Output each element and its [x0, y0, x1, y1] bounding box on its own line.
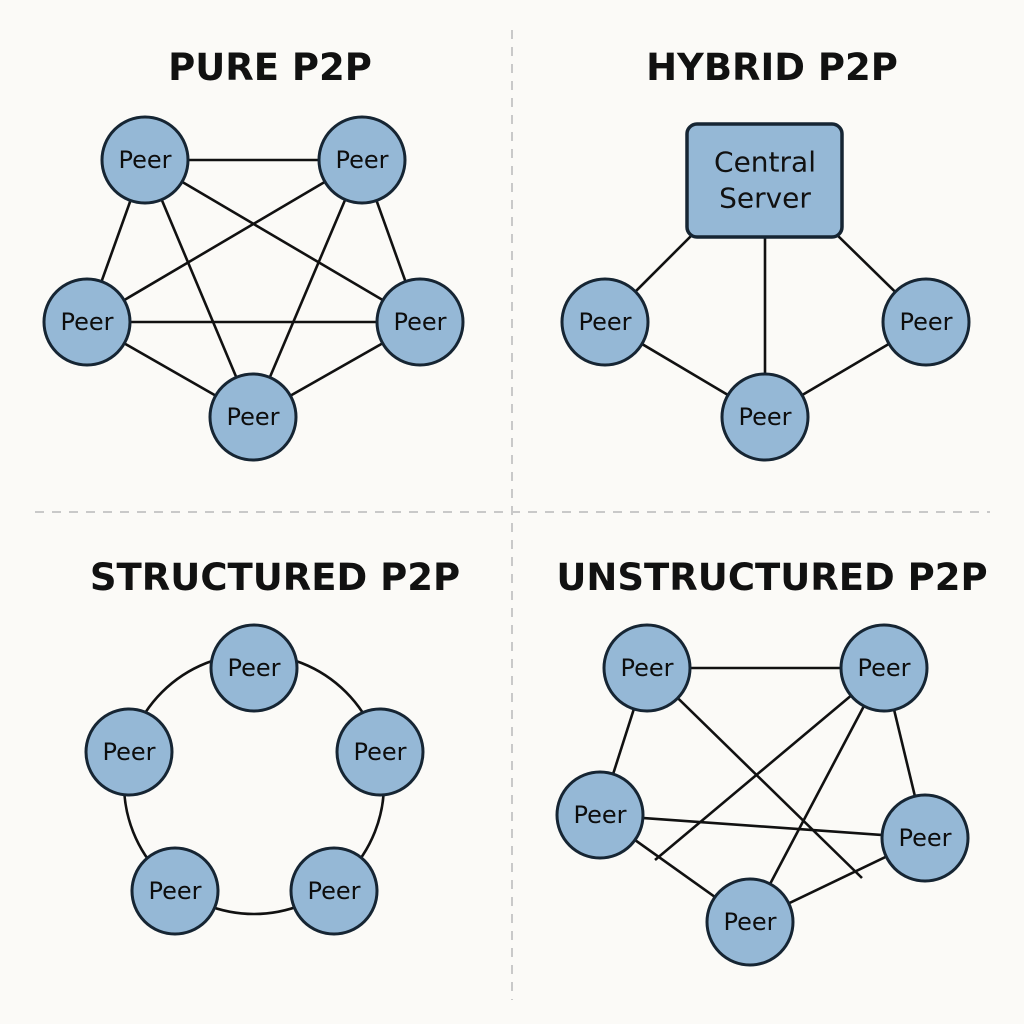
peer-label: Peer [60, 308, 113, 336]
panel-title: HYBRID P2P [646, 46, 898, 89]
panel-hybrid-p2p: HYBRID P2P Central Server Peer Peer Peer [560, 46, 971, 462]
peer-node: Peer [705, 877, 795, 967]
peer-label: Peer [898, 824, 951, 852]
peer-label: Peer [307, 877, 360, 905]
peer-label: Peer [620, 654, 673, 682]
peer-node-circle [839, 623, 929, 713]
peer-node: Peer [555, 770, 645, 860]
peer-node: Peer [881, 277, 971, 367]
peer-label: Peer [118, 146, 171, 174]
peer-label: Peer [148, 877, 201, 905]
peer-node-circle [881, 277, 971, 367]
server-label-line-1: Central [714, 146, 816, 179]
peer-node: Peer [208, 372, 298, 462]
peer-node-circle [880, 793, 970, 883]
panel-structured-p2p: STRUCTURED P2P Peer Peer Peer Peer Peer [84, 556, 460, 936]
central-server-box [685, 122, 844, 239]
peer-node-circle [209, 623, 299, 713]
peer-node-circle [208, 372, 298, 462]
peer-label: Peer [353, 738, 406, 766]
peer-node-circle [705, 877, 795, 967]
peer-node-circle [317, 115, 407, 205]
edge [251, 159, 364, 418]
peer-node: Peer [209, 623, 299, 713]
edge [748, 667, 886, 923]
panel-pure-p2p: PURE P2P Peer Peer Peer Peer [42, 46, 465, 462]
peer-node: Peer [42, 277, 132, 367]
peer-node-circle [42, 277, 132, 367]
peer-label: Peer [227, 654, 280, 682]
peer-node: Peer [335, 707, 425, 797]
peer-label: Peer [857, 654, 910, 682]
peer-label: Peer [573, 801, 626, 829]
peer-node-circle [84, 707, 174, 797]
peer-node-circle [100, 115, 190, 205]
peer-label: Peer [899, 308, 952, 336]
peer-label: Peer [226, 403, 279, 431]
edge [144, 158, 421, 324]
peer-node: Peer [289, 846, 379, 936]
peer-node: Peer [317, 115, 407, 205]
peer-node-circle [335, 707, 425, 797]
peer-node: Peer [602, 623, 692, 713]
peer-label: Peer [723, 908, 776, 936]
edge [654, 667, 885, 861]
edge [599, 813, 926, 840]
peer-node-circle [289, 846, 379, 936]
peer-node: Peer [839, 623, 929, 713]
peer-label: Peer [578, 308, 631, 336]
peer-label: Peer [738, 403, 791, 431]
panel-title: PURE P2P [168, 46, 372, 89]
peer-label: Peer [393, 308, 446, 336]
peer-node-circle [720, 372, 810, 462]
peer-node: Peer [130, 846, 220, 936]
panel-title: STRUCTURED P2P [90, 556, 460, 599]
central-server-node: Central Server [685, 122, 844, 239]
peer-node-circle [560, 277, 650, 367]
peer-node: Peer [84, 707, 174, 797]
edge [143, 159, 255, 418]
server-label-line-2: Server [719, 182, 811, 215]
peer-node-circle [375, 277, 465, 367]
peer-node: Peer [880, 793, 970, 883]
peer-node: Peer [560, 277, 650, 367]
peer-node: Peer [375, 277, 465, 367]
panel-title: UNSTRUCTURED P2P [556, 556, 987, 599]
peer-label: Peer [335, 146, 388, 174]
peer-node-circle [555, 770, 645, 860]
peer-node: Peer [720, 372, 810, 462]
edge [86, 158, 363, 324]
peer-node: Peer [100, 115, 190, 205]
panel-unstructured-p2p: UNSTRUCTURED P2P Peer Peer Peer Peer [555, 556, 988, 967]
edge [646, 667, 863, 879]
peer-node-circle [130, 846, 220, 936]
peer-node-circle [602, 623, 692, 713]
peer-label: Peer [102, 738, 155, 766]
